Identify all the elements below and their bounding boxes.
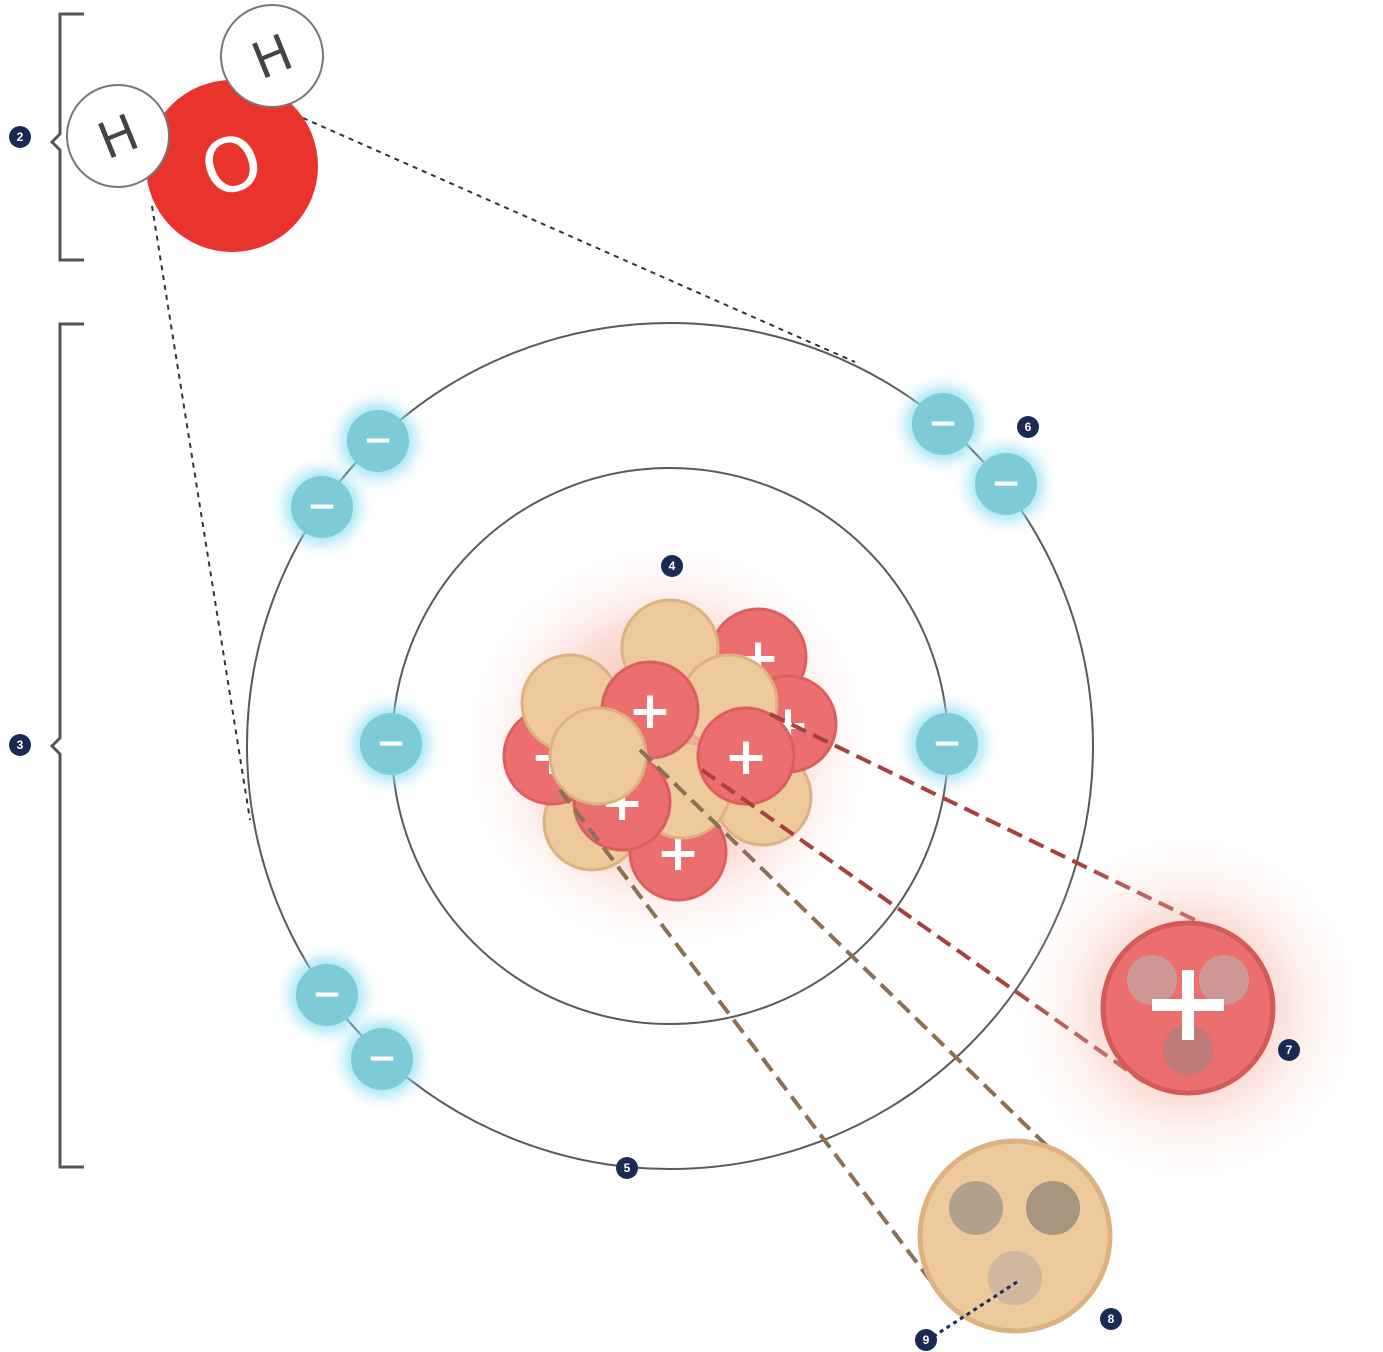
marker-7: 7 (1278, 1039, 1300, 1061)
outer-orbit (246, 322, 1094, 1170)
marker-7-label: 7 (1286, 1043, 1293, 1057)
hydrogen-atom (220, 4, 324, 108)
nucleus: +++++++ (502, 598, 838, 902)
markers: 2 3 4 5 6 7 8 9 (9, 126, 1300, 1351)
marker-4: 4 (661, 555, 683, 577)
electron: − (344, 1021, 420, 1097)
water-molecule: O H H (66, 4, 324, 252)
marker-2: 2 (9, 126, 31, 148)
neutron (548, 706, 648, 806)
electron: − (968, 446, 1044, 522)
electron: − (340, 403, 416, 479)
electrons: −−−−−−−− (284, 386, 1044, 1097)
marker-5: 5 (616, 1157, 638, 1179)
plus-icon: + (724, 727, 768, 787)
electron: − (905, 386, 981, 462)
quark-icon (1163, 1025, 1213, 1075)
minus-icon: − (376, 723, 406, 764)
quark-icon (949, 1181, 1003, 1235)
quark-icon (1127, 955, 1177, 1005)
hydrogen-atom (66, 84, 170, 188)
electron: − (284, 469, 360, 545)
marker-2-label: 2 (17, 130, 24, 144)
zoom-lines (151, 117, 856, 821)
marker-9-label: 9 (923, 1333, 930, 1347)
marker-4-label: 4 (669, 559, 676, 573)
minus-icon: − (363, 420, 393, 461)
electron: − (289, 957, 365, 1033)
quark-icon (1199, 955, 1249, 1005)
marker-3: 3 (9, 734, 31, 756)
minus-icon: − (991, 463, 1021, 504)
atom-bracket (49, 322, 84, 1169)
marker-6-label: 6 (1025, 420, 1032, 434)
electron: − (353, 706, 429, 782)
electron: − (909, 706, 985, 782)
marker-8-label: 8 (1108, 1312, 1115, 1326)
proton-detail (1008, 828, 1368, 1188)
marker-8: 8 (1100, 1308, 1122, 1330)
marker-9: 9 (915, 1329, 937, 1351)
minus-icon: − (307, 486, 337, 527)
minus-icon: − (932, 723, 962, 764)
oxygen-atom (146, 80, 318, 252)
marker-5-label: 5 (624, 1161, 631, 1175)
detail-lines (558, 712, 1233, 1282)
marker-6: 6 (1017, 416, 1039, 438)
quark-icon (1026, 1181, 1080, 1235)
minus-icon: − (312, 974, 342, 1015)
marker-3-label: 3 (17, 738, 24, 752)
minus-icon: − (367, 1038, 397, 1079)
proton: + (696, 706, 796, 806)
plus-icon (1152, 999, 1224, 1011)
molecule-bracket (49, 12, 84, 262)
neutron-detail (917, 1138, 1113, 1342)
minus-icon: − (928, 403, 958, 444)
